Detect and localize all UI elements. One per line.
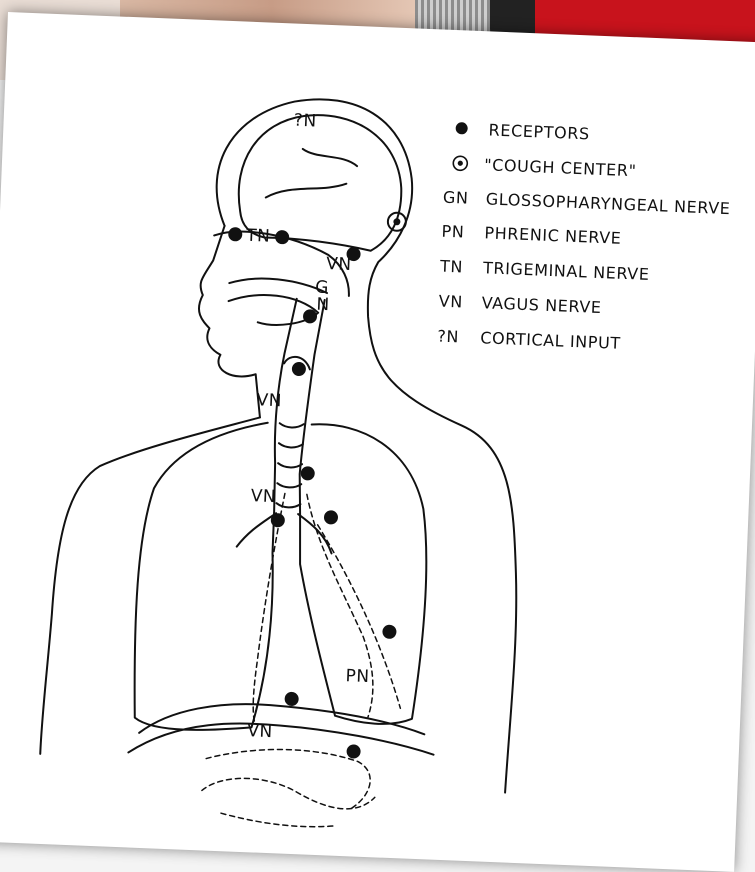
trachea-ring-1: [280, 423, 304, 428]
legend-cn-abbr: ?N: [437, 326, 459, 346]
legend-gn-label: GLOSSOPHARYNGEAL NERVE: [486, 189, 731, 218]
trachea-ring-5: [276, 503, 300, 508]
legend-gn-abbr: GN: [443, 188, 469, 208]
receptor-dot-icon: [455, 122, 467, 134]
legend-pn-abbr: PN: [441, 222, 465, 242]
label-vagus-abdomen: VN: [247, 721, 273, 742]
shoulder-left: [40, 409, 260, 762]
receptor-dot-icon: [382, 625, 397, 640]
label-vagus-neck: VN: [256, 390, 282, 411]
label-glosso-n: N: [316, 295, 330, 316]
oral-cavity: [229, 277, 327, 293]
brain-fold-1: [266, 181, 347, 201]
diaphragm-lower: [128, 719, 434, 765]
stomach-lower: [221, 813, 336, 828]
legend-tn-abbr: TN: [439, 257, 464, 277]
trachea-ring-2: [279, 443, 303, 448]
legend-vn-label: VAGUS NERVE: [481, 293, 602, 317]
cough-center-icon: [388, 212, 407, 231]
legend-receptors: RECEPTORS: [488, 120, 590, 143]
abdomen-nerve-path: [204, 746, 371, 809]
receptor-dot-icon: [300, 466, 315, 481]
lung-left: [131, 418, 279, 733]
receptor-dot-icon: [292, 362, 307, 377]
cough-center-icon: [453, 156, 468, 171]
face-outline: [195, 225, 268, 417]
receptor-dot-icon: [284, 692, 299, 707]
receptor-dot-icon: [275, 230, 290, 245]
receptor-dot-icon: [346, 744, 361, 759]
label-cortical: ?N: [293, 111, 317, 132]
diaphragm: [139, 700, 425, 745]
receptor-dot-icon: [228, 227, 243, 242]
airway-right: [298, 299, 325, 515]
label-phrenic: PN: [345, 666, 370, 687]
label-trigeminal: TN: [245, 226, 271, 247]
label-vagus-chest: VN: [250, 486, 276, 507]
stomach-outline: [201, 777, 375, 810]
diagram-sheet: ?N TN VN G N VN VN PN VN RECEPTORS "COUG…: [0, 12, 755, 872]
legend-cn-label: CORTICAL INPUT: [480, 328, 621, 353]
legend-vn-abbr: VN: [438, 292, 463, 312]
tongue: [228, 294, 319, 327]
legend-cough-center: "COUGH CENTER": [484, 155, 637, 180]
legend-pn-label: PHRENIC NERVE: [484, 223, 622, 247]
legend-tn-label: TRIGEMINAL NERVE: [482, 258, 650, 284]
label-vagus-head: VN: [326, 254, 352, 275]
bronchus-left: [237, 512, 276, 548]
trachea-ring-3: [278, 463, 302, 468]
receptor-dot-icon: [324, 510, 339, 525]
trachea-ring-4: [277, 483, 301, 488]
brain-fold-2: [302, 149, 358, 166]
cough-reflex-diagram: ?N TN VN G N VN VN PN VN RECEPTORS "COUG…: [0, 12, 755, 872]
legend: RECEPTORS "COUGH CENTER" GN GLOSSOPHARYN…: [436, 119, 734, 357]
